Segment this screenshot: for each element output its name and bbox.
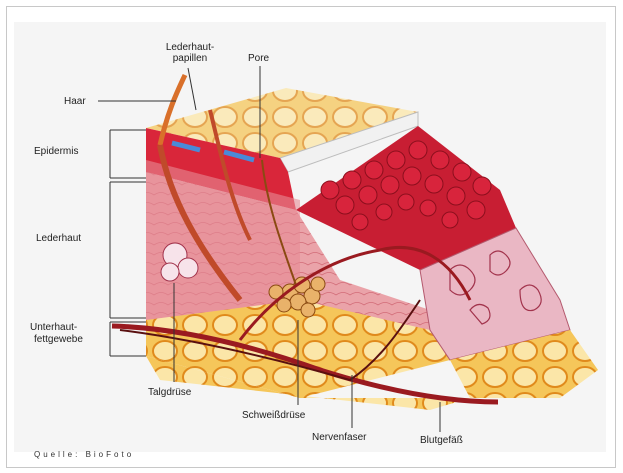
label-haar: Haar xyxy=(64,96,86,107)
label-lederhautpapillen-line2: papillen xyxy=(160,53,220,64)
label-pore: Pore xyxy=(248,53,269,64)
label-blutgefaess: Blutgefäß xyxy=(420,435,463,446)
label-unterhaut-line2: fettgewebe xyxy=(34,334,83,345)
label-lederhautpapillen-line1: Lederhaut- xyxy=(160,42,220,53)
label-unterhaut-line1: Unterhaut- xyxy=(30,322,77,333)
label-schweissdruese: Schweißdrüse xyxy=(242,410,305,421)
label-talgdruese: Talgdrüse xyxy=(148,387,191,398)
layer-brackets xyxy=(110,130,146,356)
label-lederhaut: Lederhaut xyxy=(36,233,81,244)
label-epidermis: Epidermis xyxy=(34,146,78,157)
source-credit: Quelle: BioFoto xyxy=(34,450,134,459)
label-nervenfaser: Nervenfaser xyxy=(312,432,366,443)
